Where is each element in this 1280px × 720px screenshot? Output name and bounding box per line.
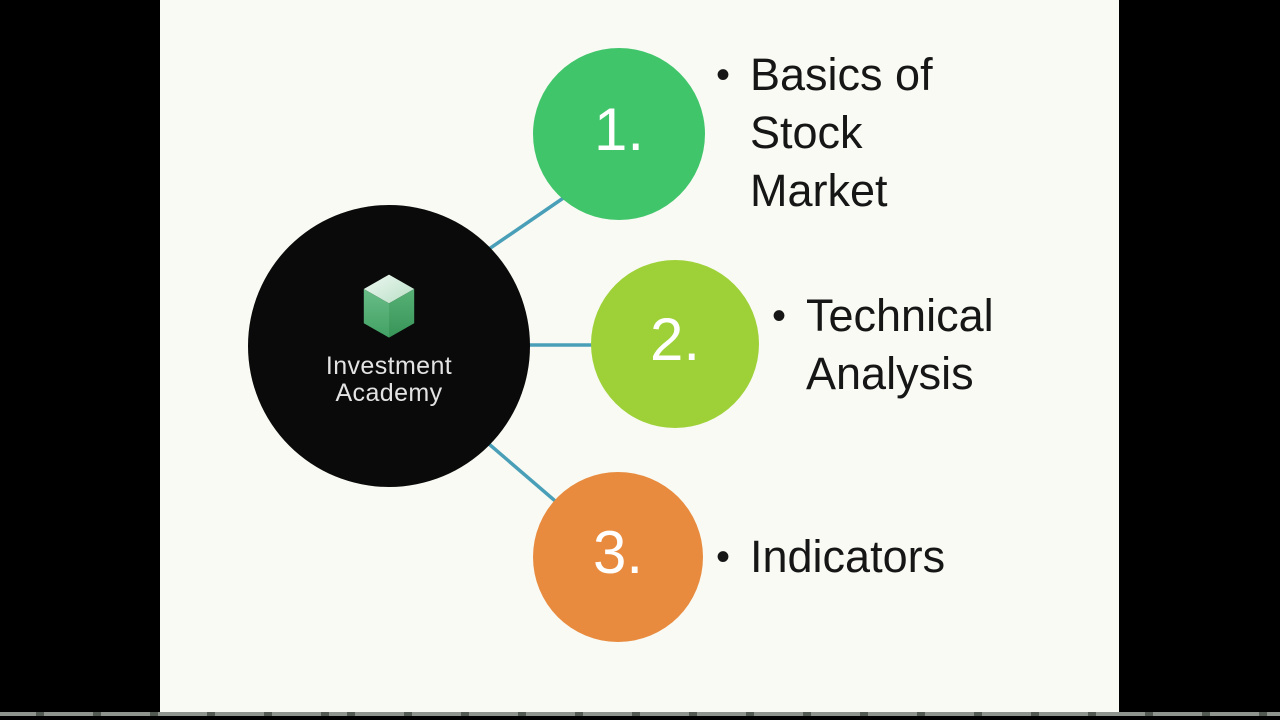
cube-logo-icon	[363, 274, 415, 338]
hub-title: Investment Academy	[326, 353, 452, 407]
node-circle-3: 3.	[533, 472, 703, 642]
cube-right-face	[389, 289, 415, 338]
label-technical-analysis: • Technical Analysis	[772, 287, 994, 403]
hub-title-line2: Academy	[335, 379, 443, 407]
node-number-1: 1.	[593, 96, 645, 163]
label-text: Basics of Stock Market	[750, 46, 933, 220]
label-line: Technical	[806, 290, 994, 341]
label-indicators: • Indicators	[716, 528, 945, 586]
node-circle-1: 1.	[533, 48, 705, 220]
label-line: Market	[750, 165, 888, 216]
label-line: Analysis	[806, 348, 974, 399]
node-circle-2: 2.	[591, 260, 759, 428]
hub-circle: Investment Academy	[248, 205, 530, 487]
bullet-icon: •	[716, 53, 731, 97]
cube-left-face	[363, 289, 389, 338]
label-text: Indicators	[750, 528, 945, 586]
node-number-2: 2.	[649, 306, 701, 373]
node-number-3: 3.	[592, 519, 644, 586]
label-line: Indicators	[750, 531, 946, 582]
label-line: Basics of	[750, 49, 933, 100]
label-basics-of-stock-market: • Basics of Stock Market	[716, 46, 933, 220]
bullet-icon: •	[772, 294, 787, 338]
label-line: Stock	[750, 107, 863, 158]
connector-line-3	[473, 430, 570, 514]
hub-title-line1: Investment	[325, 352, 453, 380]
slide-canvas: Investment Academy 1. 2. 3. • Basics of …	[160, 0, 1119, 713]
bullet-icon: •	[716, 535, 731, 579]
video-progress-bar[interactable]	[0, 712, 1280, 716]
label-text: Technical Analysis	[806, 287, 994, 403]
